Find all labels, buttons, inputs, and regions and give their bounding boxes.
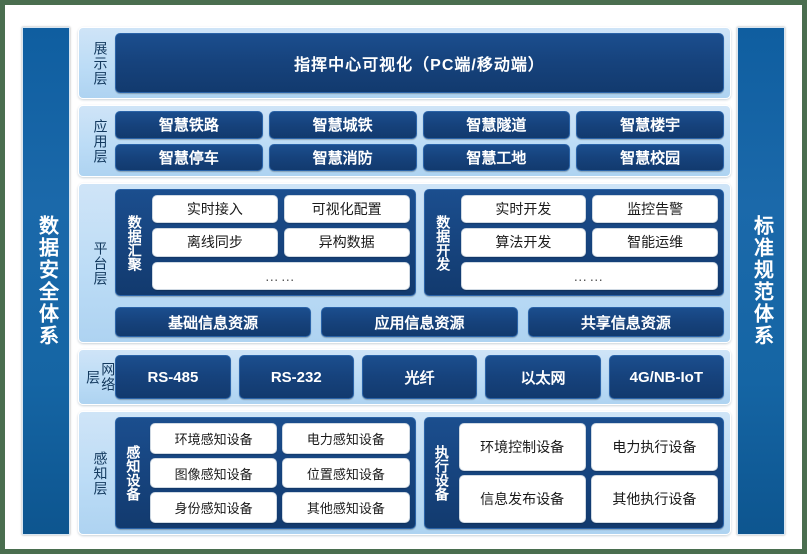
layer-application: 应用层 智慧铁路 智慧城铁 智慧隧道 智慧楼宇 智慧停车 智慧消防 智慧工地 智… bbox=[78, 105, 731, 177]
development-item-algorithm-dev[interactable]: 算法开发 bbox=[460, 228, 587, 257]
platform-group-data-aggregation-title: 数据汇聚 bbox=[126, 214, 143, 271]
layer-network: 网络层 RS-485 RS-232 光纤 以太网 4G/NB-IoT bbox=[78, 349, 731, 405]
development-item-realtime-dev[interactable]: 实时开发 bbox=[460, 195, 587, 224]
pillar-standards-label: 标准规范体系 bbox=[750, 215, 773, 347]
network-item-4g-nbiot[interactable]: 4G/NB-IoT bbox=[608, 355, 725, 399]
perception-group-actuating-title-wrap: 执行设备 bbox=[430, 423, 454, 523]
platform-group-data-aggregation-grid: 实时接入 可视化配置 离线同步 异构数据 …… bbox=[152, 195, 410, 290]
layer-perception-body: 感知设备 环境感知设备 电力感知设备 图像感知设备 位置感知设备 bbox=[115, 417, 724, 529]
sensing-item-location[interactable]: 位置感知设备 bbox=[282, 457, 410, 489]
network-item-rs485[interactable]: RS-485 bbox=[115, 355, 231, 399]
app-item-smart-firefighting[interactable]: 智慧消防 bbox=[268, 143, 417, 171]
aggregation-row-2: 离线同步 异构数据 bbox=[152, 228, 410, 257]
perception-group-actuating-title: 执行设备 bbox=[433, 445, 450, 501]
perception-actuating-grid: 环境控制设备 电力执行设备 信息发布设备 其他执行设备 bbox=[458, 423, 718, 523]
development-item-monitoring-alarm[interactable]: 监控告警 bbox=[592, 195, 718, 224]
development-item-intelligent-ops[interactable]: 智能运维 bbox=[592, 228, 718, 257]
app-item-smart-parking[interactable]: 智慧停车 bbox=[115, 143, 263, 171]
resource-item-application-info[interactable]: 应用信息资源 bbox=[321, 307, 518, 337]
application-row-1: 智慧铁路 智慧城铁 智慧隧道 智慧楼宇 bbox=[115, 111, 724, 139]
sensing-item-other[interactable]: 其他感知设备 bbox=[282, 492, 410, 524]
app-item-smart-building[interactable]: 智慧楼宇 bbox=[576, 111, 724, 139]
sensing-item-image[interactable]: 图像感知设备 bbox=[150, 457, 278, 489]
aggregation-item-ellipsis[interactable]: …… bbox=[152, 261, 410, 290]
sensing-row-2: 图像感知设备 位置感知设备 bbox=[150, 457, 410, 489]
platform-group-data-development: 数据开发 实时开发 监控告警 算法开发 智能运维 bbox=[423, 189, 724, 296]
actuating-row-1: 环境控制设备 电力执行设备 bbox=[458, 423, 718, 471]
app-item-smart-construction[interactable]: 智慧工地 bbox=[422, 143, 571, 171]
app-item-smart-tunnel[interactable]: 智慧隧道 bbox=[422, 111, 571, 139]
platform-group-data-development-grid: 实时开发 监控告警 算法开发 智能运维 …… bbox=[460, 195, 718, 290]
layer-display: 展示层 指挥中心可视化（PC端/移动端） bbox=[78, 27, 731, 99]
platform-group-data-aggregation: 数据汇聚 实时接入 可视化配置 离线同步 异构数据 bbox=[115, 189, 416, 296]
network-item-rs232[interactable]: RS-232 bbox=[238, 355, 354, 399]
platform-resources-row: 基础信息资源 应用信息资源 共享信息资源 bbox=[115, 307, 724, 337]
perception-groups: 感知设备 环境感知设备 电力感知设备 图像感知设备 位置感知设备 bbox=[115, 417, 724, 529]
layer-platform: 平台层 数据汇聚 实时接入 可视化配置 bbox=[78, 183, 731, 343]
layer-display-label-wrap: 展示层 bbox=[85, 33, 115, 93]
app-item-smart-campus[interactable]: 智慧校园 bbox=[576, 143, 724, 171]
platform-group-data-development-title: 数据开发 bbox=[435, 214, 452, 271]
layer-stack: 展示层 指挥中心可视化（PC端/移动端） 应用层 智慧铁路 智慧城铁 智慧隧道 … bbox=[78, 27, 731, 535]
perception-group-sensing-devices: 感知设备 环境感知设备 电力感知设备 图像感知设备 位置感知设备 bbox=[115, 417, 416, 529]
development-row-3: …… bbox=[460, 261, 718, 290]
layer-display-label: 展示层 bbox=[92, 40, 109, 86]
network-item-fiber[interactable]: 光纤 bbox=[361, 355, 478, 399]
development-item-ellipsis[interactable]: …… bbox=[460, 261, 718, 290]
application-row-2: 智慧停车 智慧消防 智慧工地 智慧校园 bbox=[115, 143, 724, 171]
perception-sensing-grid: 环境感知设备 电力感知设备 图像感知设备 位置感知设备 身份感知设备 其他感知设… bbox=[150, 423, 410, 524]
actuating-item-info-release[interactable]: 信息发布设备 bbox=[458, 475, 586, 523]
layer-platform-label: 平台层 bbox=[92, 240, 109, 286]
sensing-item-identity[interactable]: 身份感知设备 bbox=[150, 492, 278, 524]
actuating-item-power-execution[interactable]: 电力执行设备 bbox=[590, 423, 718, 471]
platform-group-data-aggregation-title-wrap: 数据汇聚 bbox=[121, 195, 147, 290]
layer-network-label-wrap: 网络层 bbox=[85, 355, 117, 399]
layer-perception: 感知层 感知设备 环境感知设备 电力感知设备 bbox=[78, 411, 731, 535]
perception-group-actuating-devices: 执行设备 环境控制设备 电力执行设备 信息发布设备 其他执行设备 bbox=[423, 417, 724, 529]
aggregation-item-offline-sync[interactable]: 离线同步 bbox=[152, 228, 278, 257]
layer-application-body: 智慧铁路 智慧城铁 智慧隧道 智慧楼宇 智慧停车 智慧消防 智慧工地 智慧校园 bbox=[115, 111, 724, 171]
layer-perception-label: 感知层 bbox=[92, 450, 109, 496]
layer-network-label: 网络层 bbox=[85, 362, 117, 392]
development-row-2: 算法开发 智能运维 bbox=[460, 228, 718, 257]
sensing-item-environment[interactable]: 环境感知设备 bbox=[150, 423, 278, 454]
development-row-1: 实时开发 监控告警 bbox=[460, 195, 718, 224]
actuating-row-2: 信息发布设备 其他执行设备 bbox=[458, 475, 718, 523]
aggregation-row-3: …… bbox=[152, 261, 410, 290]
pillar-data-security-label: 数据安全体系 bbox=[35, 215, 58, 347]
actuating-item-environment-control[interactable]: 环境控制设备 bbox=[458, 423, 586, 471]
platform-groups: 数据汇聚 实时接入 可视化配置 离线同步 异构数据 bbox=[115, 189, 724, 296]
display-banner[interactable]: 指挥中心可视化（PC端/移动端） bbox=[115, 33, 724, 93]
sensing-row-3: 身份感知设备 其他感知设备 bbox=[150, 492, 410, 524]
network-items-row: RS-485 RS-232 光纤 以太网 4G/NB-IoT bbox=[115, 355, 725, 399]
layer-network-body: RS-485 RS-232 光纤 以太网 4G/NB-IoT bbox=[115, 355, 725, 399]
resource-item-basic-info[interactable]: 基础信息资源 bbox=[115, 307, 312, 337]
app-item-smart-railway[interactable]: 智慧铁路 bbox=[115, 111, 263, 139]
aggregation-row-1: 实时接入 可视化配置 bbox=[152, 195, 410, 224]
sensing-item-power[interactable]: 电力感知设备 bbox=[282, 423, 410, 454]
app-item-smart-metro[interactable]: 智慧城铁 bbox=[268, 111, 417, 139]
platform-group-data-development-title-wrap: 数据开发 bbox=[430, 195, 456, 290]
actuating-item-other[interactable]: 其他执行设备 bbox=[590, 475, 718, 523]
resource-item-shared-info[interactable]: 共享信息资源 bbox=[527, 307, 724, 337]
layer-platform-body: 数据汇聚 实时接入 可视化配置 离线同步 异构数据 bbox=[115, 189, 724, 337]
layer-application-label-wrap: 应用层 bbox=[85, 111, 115, 171]
aggregation-item-realtime-ingest[interactable]: 实时接入 bbox=[152, 195, 278, 224]
layer-display-body: 指挥中心可视化（PC端/移动端） bbox=[115, 33, 724, 93]
sensing-row-1: 环境感知设备 电力感知设备 bbox=[150, 423, 410, 454]
network-item-ethernet[interactable]: 以太网 bbox=[485, 355, 601, 399]
pillar-data-security: 数据安全体系 bbox=[22, 27, 70, 535]
aggregation-item-heterogeneous-data[interactable]: 异构数据 bbox=[283, 228, 410, 257]
layer-platform-label-wrap: 平台层 bbox=[85, 189, 115, 337]
aggregation-item-visual-config[interactable]: 可视化配置 bbox=[283, 195, 410, 224]
layer-application-label: 应用层 bbox=[92, 118, 109, 164]
layer-perception-label-wrap: 感知层 bbox=[85, 417, 115, 529]
architecture-diagram-canvas: 数据安全体系 标准规范体系 展示层 指挥中心可视化（PC端/移动端） 应用层 智… bbox=[5, 5, 802, 549]
perception-group-sensing-title-wrap: 感知设备 bbox=[121, 423, 145, 523]
pillar-standards: 标准规范体系 bbox=[737, 27, 785, 535]
perception-group-sensing-title: 感知设备 bbox=[125, 445, 142, 501]
